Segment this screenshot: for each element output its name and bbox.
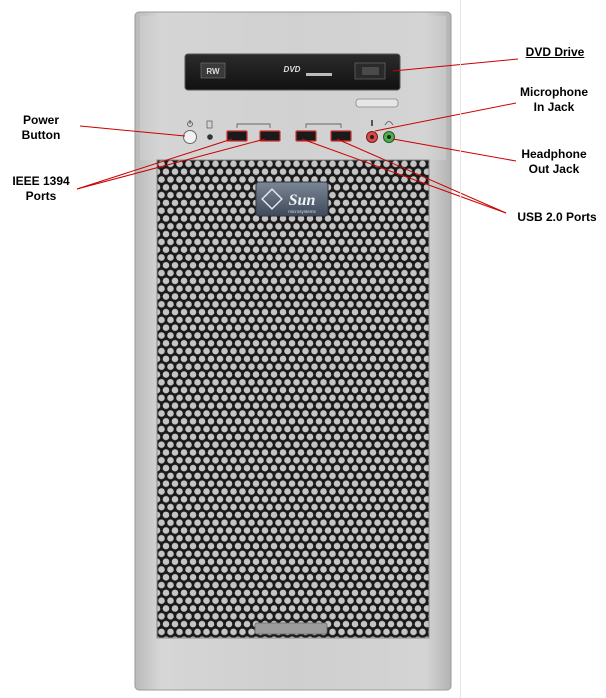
status-led xyxy=(207,134,213,140)
label-microphone-line2: In Jack xyxy=(533,100,575,114)
bottom-plate xyxy=(254,622,328,635)
label-microphone: Microphone In Jack xyxy=(509,85,599,115)
label-headphone: Headphone Out Jack xyxy=(509,147,599,177)
drive-eject-button[interactable] xyxy=(355,98,399,108)
label-headphone-line1: Headphone xyxy=(521,147,587,161)
usb-port-2[interactable] xyxy=(330,130,352,142)
label-dvd-drive: DVD Drive xyxy=(525,45,585,59)
label-ieee1394: IEEE 1394 Ports xyxy=(4,174,78,204)
usb-port-1[interactable] xyxy=(295,130,317,142)
dvd-logo: DVD xyxy=(284,65,301,74)
label-power-line1: Power xyxy=(22,113,59,127)
ieee1394-port-1[interactable] xyxy=(226,130,248,142)
ventilation-grille xyxy=(156,159,430,639)
power-button[interactable] xyxy=(183,130,197,144)
rw-badge: RW xyxy=(206,67,220,76)
label-power-line2: Button xyxy=(21,128,61,142)
label-ieee-line2: Ports xyxy=(25,189,57,203)
label-microphone-line1: Microphone xyxy=(520,85,588,99)
ieee1394-port-2[interactable] xyxy=(259,130,281,142)
callout-lines xyxy=(76,58,519,214)
page-divider xyxy=(460,0,461,698)
label-usb-ports: USB 2.0 Ports xyxy=(517,210,597,224)
dvd-drive[interactable] xyxy=(184,53,401,91)
sun-logo-text: Sun xyxy=(289,192,316,209)
sun-logo-tagline: microsystems xyxy=(288,209,316,214)
label-ieee-line1: IEEE 1394 xyxy=(12,174,70,188)
label-headphone-line2: Out Jack xyxy=(528,162,580,176)
label-power-button: Power Button xyxy=(10,113,72,143)
